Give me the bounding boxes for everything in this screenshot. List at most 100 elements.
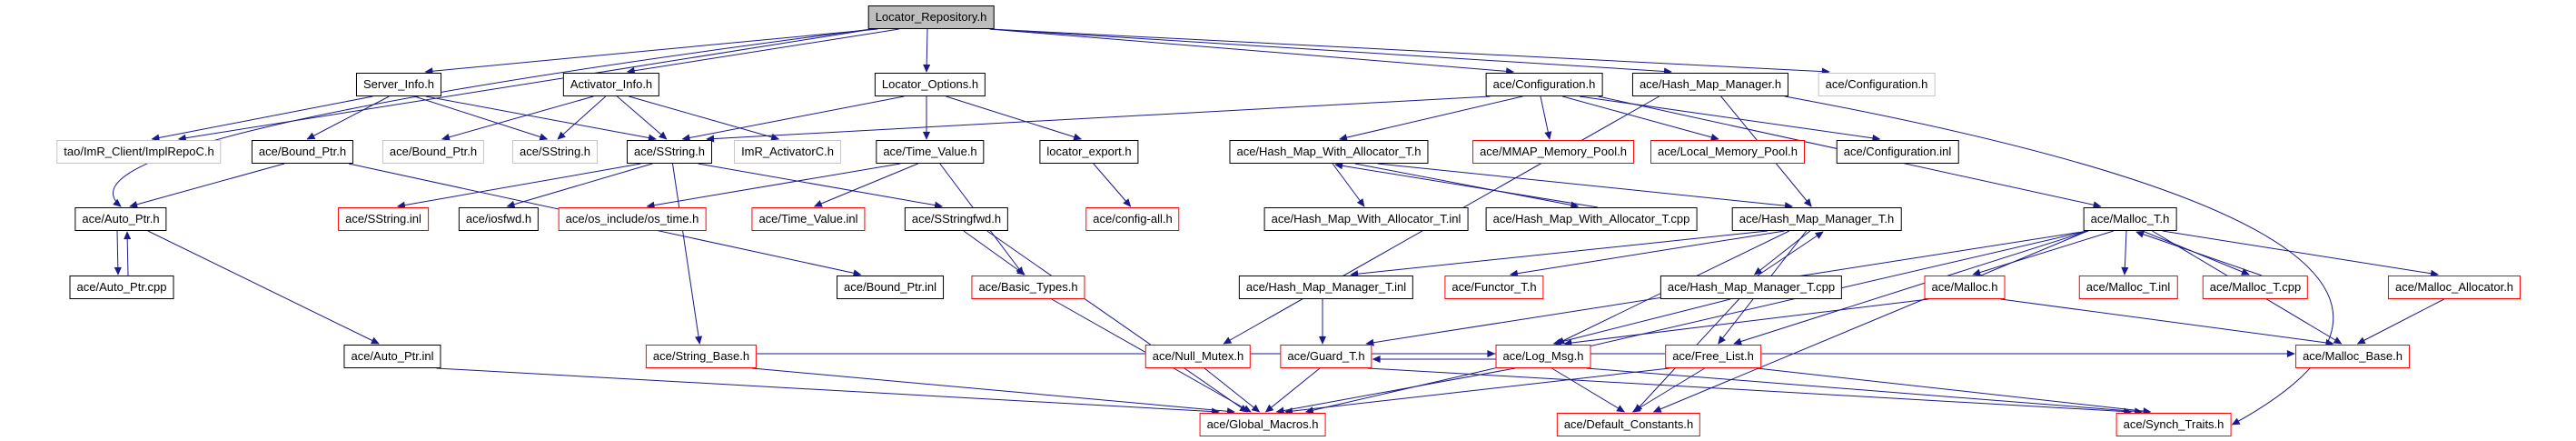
include-edge-time_value_h-to-time_value_inl — [813, 163, 918, 207]
graph-node-malloc_t_h[interactable]: ace/Malloc_T.h — [2083, 207, 2177, 231]
include-edge-free_list-to-synch_traits — [1756, 367, 2152, 416]
include-edge-bound_ptr_h-to-auto_ptr_h — [129, 163, 285, 208]
graph-node-auto_ptr_cpp[interactable]: ace/Auto_Ptr.cpp — [69, 276, 174, 299]
graph-node-locator_options[interactable]: Locator_Options.h — [874, 73, 986, 96]
include-edge-hmwa_t_cpp-to-hmwa_t_h — [1334, 162, 1599, 208]
graph-node-malloc_t_cpp: ace/Malloc_T.cpp — [2202, 276, 2309, 299]
graph-node-local_pool: ace/Local_Memory_Pool.h — [1650, 140, 1805, 164]
graph-node-null_mutex: ace/Null_Mutex.h — [1144, 345, 1252, 368]
graph-node-imr_activatorc: ImR_ActivatorC.h — [734, 140, 841, 164]
include-edge-hmm_t_h-to-hmm_t_inl — [1350, 230, 1769, 278]
include-edge-configuration-to-hmwa_t_h — [1338, 95, 1523, 142]
include-edge-configuration-to-configuration_inl — [1579, 95, 1881, 142]
include-edge-free_list-to-global_macros — [1283, 367, 1670, 416]
graph-node-malloc_t_inl: ace/Malloc_T.inl — [2078, 276, 2178, 299]
include-edge-activator_info-to-sstring_gray — [557, 95, 607, 140]
include-edge-hmwa_t_h-to-hmwa_t_cpp — [1354, 163, 1580, 209]
include-edge-locator_repository-to-configuration — [989, 28, 1515, 75]
include-edge-locator_repository-to-locator_options — [923, 28, 931, 73]
graph-node-free_list: ace/Free_List.h — [1665, 345, 1761, 368]
include-edge-hmm_t_cpp-to-log_msg — [1552, 298, 1731, 346]
include-edge-malloc_t_h-to-global_macros — [1304, 230, 2088, 415]
graph-node-locator_repository: Locator_Repository.h — [867, 5, 995, 29]
include-edge-malloc_t_h-to-malloc_h — [1972, 230, 2114, 276]
graph-node-log_msg: ace/Log_Msg.h — [1495, 345, 1591, 368]
include-edge-locator_repository-to-configuration2 — [989, 28, 1830, 75]
include-edge-auto_ptr_inl-to-global_macros — [436, 367, 1220, 416]
graph-node-auto_ptr_h[interactable]: ace/Auto_Ptr.h — [74, 207, 167, 231]
graph-node-malloc_base: ace/Malloc_Base.h — [2295, 345, 2410, 368]
graph-node-string_base: ace/String_Base.h — [645, 345, 758, 368]
graph-node-default_constants: ace/Default_Constants.h — [1556, 413, 1701, 436]
graph-node-configuration_inl[interactable]: ace/Configuration.inl — [1836, 140, 1959, 164]
include-edge-time_value_h-to-os_time — [646, 163, 901, 209]
include-edge-activator_info-to-sstring_h — [617, 95, 668, 140]
graph-node-guard_t: ace/Guard_T.h — [1280, 345, 1372, 368]
include-edge-hmwa_t_h-to-hmwa_t_inl — [1332, 163, 1365, 207]
graph-node-hmwa_t_h[interactable]: ace/Hash_Map_With_Allocator_T.h — [1229, 140, 1429, 164]
include-edge-sstring_h-to-sstring_inl — [396, 163, 641, 209]
graph-node-iosfwd[interactable]: ace/iosfwd.h — [458, 207, 540, 231]
include-edge-auto_ptr_cpp-to-auto_ptr_h — [124, 231, 132, 276]
include-edge-log_msg-to-default_constants — [1551, 367, 1626, 413]
graph-node-sstringfwd[interactable]: ace/SStringfwd.h — [904, 207, 1009, 231]
include-edge-log_msg-to-global_macros — [1275, 367, 1516, 415]
graph-node-hmm_t_inl[interactable]: ace/Hash_Map_Manager_T.inl — [1238, 276, 1414, 299]
include-edge-malloc_h-to-log_msg — [1563, 298, 1929, 347]
include-edge-server_info-to-sstring_h — [425, 95, 657, 142]
graph-node-bound_ptr_inl[interactable]: ace/Bound_Ptr.inl — [837, 276, 944, 299]
include-edge-malloc_t_h-to-default_constants — [1652, 230, 2088, 413]
include-edge-locator_repository-to-activator_info — [626, 28, 899, 75]
include-edge-activator_info-to-bound_ptr_gray — [441, 95, 594, 141]
graph-node-sstring_gray: ace/SString.h — [511, 140, 599, 164]
include-edge-locator_options-to-sstring_h — [681, 95, 905, 142]
graph-node-bound_ptr_h[interactable]: ace/Bound_Ptr.h — [251, 140, 354, 164]
include-edge-server_info-to-implrepoc — [151, 95, 373, 142]
graph-node-time_value_inl: ace/Time_Value.inl — [751, 207, 866, 231]
graph-node-sstring_inl: ace/SString.inl — [338, 207, 429, 231]
include-edge-locator_repository-to-auto_ptr_h — [112, 28, 872, 207]
graph-node-synch_traits: ace/Synch_Traits.h — [2115, 413, 2232, 436]
graph-node-implrepoc: tao/ImR_Client/ImplRepoC.h — [56, 140, 222, 164]
graph-node-auto_ptr_inl[interactable]: ace/Auto_Ptr.inl — [343, 345, 441, 368]
include-edge-free_list-to-default_constants — [1631, 367, 1705, 413]
include-edge-sstring_h-to-string_base — [672, 163, 703, 345]
include-edge-hmwa_t_h-to-hmm_t_h — [1377, 163, 1794, 210]
graph-node-sstring_h[interactable]: ace/SString.h — [626, 140, 713, 164]
graph-node-activator_info[interactable]: Activator_Info.h — [562, 73, 660, 96]
graph-node-hmm_t_cpp[interactable]: ace/Hash_Map_Manager_T.cpp — [1660, 276, 1843, 299]
include-edge-auto_ptr_h-to-auto_ptr_inl — [147, 230, 380, 345]
graph-node-bound_ptr_gray: ace/Bound_Ptr.h — [381, 140, 485, 164]
graph-node-hmwa_t_inl[interactable]: ace/Hash_Map_With_Allocator_T.inl — [1263, 207, 1469, 231]
include-edge-hmm_t_h-to-functor_t — [1509, 230, 1785, 277]
include-edge-malloc_allocator-to-malloc_base — [2356, 298, 2445, 345]
graph-node-mmap_pool: ace/MMAP_Memory_Pool.h — [1472, 140, 1634, 164]
graph-node-hmm_t_h[interactable]: ace/Hash_Map_Manager_T.h — [1731, 207, 1902, 231]
graph-node-global_macros: ace/Global_Macros.h — [1199, 413, 1326, 436]
graph-node-hmwa_t_cpp[interactable]: ace/Hash_Map_With_Allocator_T.cpp — [1485, 207, 1698, 231]
graph-node-functor_t: ace/Functor_T.h — [1444, 276, 1544, 299]
include-edge-malloc_h-to-malloc_base — [2000, 298, 2334, 346]
graph-node-malloc_h: ace/Malloc.h — [1924, 276, 2006, 299]
include-edge-server_info-to-sstring_gray — [414, 95, 549, 141]
include-edge-malloc_t_h-to-malloc_t_inl — [2121, 230, 2129, 276]
graph-node-config_all: ace/config-all.h — [1085, 207, 1180, 231]
graph-node-basic_types: ace/Basic_Types.h — [971, 276, 1085, 299]
include-edge-guard_t-to-synch_traits — [1367, 367, 2133, 416]
include-edge-hmm_t_cpp-to-hmm_t_h — [1757, 231, 1824, 276]
include-edge-malloc_t_h-to-malloc_allocator — [2162, 230, 2440, 277]
include-edge-server_info-to-bound_ptr_h — [306, 95, 390, 140]
include-edge-log_msg-to-synch_traits — [1586, 367, 2144, 416]
include-edge-malloc_t_cpp-to-malloc_t_h — [2135, 230, 2263, 276]
graph-node-locator_export[interactable]: locator_export.h — [1039, 140, 1139, 164]
graph-node-configuration[interactable]: ace/Configuration.h — [1485, 73, 1603, 96]
include-edge-string_base-to-global_macros — [751, 367, 1235, 416]
include-edge-null_mutex-to-global_macros — [1204, 367, 1261, 413]
graph-node-time_value_h[interactable]: ace/Time_Value.h — [876, 140, 985, 164]
include-edge-locator_options-to-locator_export — [946, 95, 1083, 141]
include-edge-auto_ptr_h-to-auto_ptr_cpp — [114, 230, 122, 276]
graph-node-hash_map_manager[interactable]: ace/Hash_Map_Manager.h — [1631, 73, 1789, 96]
graph-node-server_info[interactable]: Server_Info.h — [355, 73, 442, 96]
